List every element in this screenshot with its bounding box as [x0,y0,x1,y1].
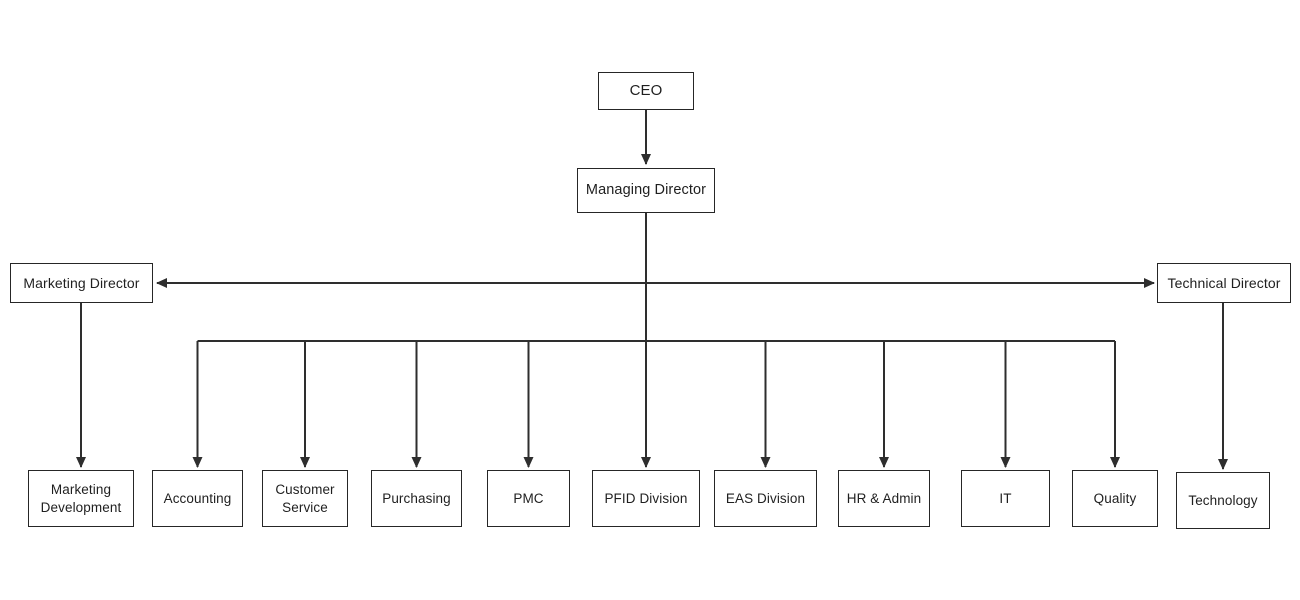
org-node-eas-division: EAS Division [714,470,817,527]
org-node-customer-service: Customer Service [262,470,348,527]
org-node-marketing-development: Marketing Development [28,470,134,527]
org-node-managing-director: Managing Director [577,168,715,213]
org-node-accounting: Accounting [152,470,243,527]
org-node-technology: Technology [1176,472,1270,529]
org-node-quality: Quality [1072,470,1158,527]
org-node-it: IT [961,470,1050,527]
org-node-pfid-division: PFID Division [592,470,700,527]
org-node-pmc: PMC [487,470,570,527]
org-node-technical-director: Technical Director [1157,263,1291,303]
org-node-ceo: CEO [598,72,694,110]
org-node-purchasing: Purchasing [371,470,462,527]
org-node-hr-admin: HR & Admin [838,470,930,527]
org-node-marketing-director: Marketing Director [10,263,153,303]
